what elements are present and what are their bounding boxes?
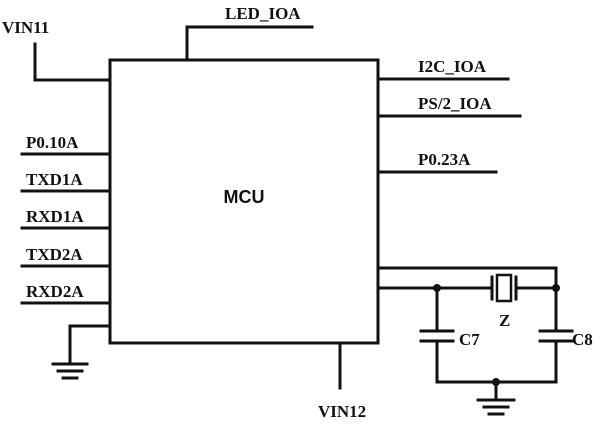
vin12-label: VIN12 bbox=[318, 402, 366, 421]
p010a-label: P0.10A bbox=[26, 133, 79, 152]
txd2a-label: TXD2A bbox=[26, 245, 83, 264]
capacitor-c7-icon bbox=[419, 286, 455, 384]
crystal-z-label: Z bbox=[499, 311, 510, 330]
txd2a-net: TXD2A bbox=[20, 245, 112, 268]
ps2-ioa-label: PS/2_IOA bbox=[418, 94, 492, 113]
txd1a-label: TXD1A bbox=[26, 170, 83, 189]
crystal-z-icon bbox=[490, 273, 518, 303]
capacitor-c7-label: C7 bbox=[459, 330, 480, 349]
ground-crystal-icon bbox=[476, 380, 516, 416]
crystal-circuit: Z C7 C8 bbox=[376, 266, 593, 416]
vin11-net: VIN11 bbox=[2, 18, 112, 82]
rxd1a-label: RXD1A bbox=[26, 207, 84, 226]
i2c-ioa-label: I2C_IOA bbox=[418, 57, 487, 76]
vin12-net: VIN12 bbox=[318, 341, 366, 421]
i2c-ioa-net: I2C_IOA bbox=[376, 57, 510, 81]
capacitor-c8-label: C8 bbox=[572, 330, 593, 349]
vin11-label: VIN11 bbox=[2, 18, 49, 37]
led-ioa-net: LED_IOA bbox=[185, 4, 314, 62]
rxd1a-net: RXD1A bbox=[20, 207, 112, 230]
p023a-net: P0.23A bbox=[376, 150, 498, 174]
led-ioa-label: LED_IOA bbox=[225, 4, 301, 23]
mcu-block bbox=[108, 58, 380, 345]
rxd2a-label: RXD2A bbox=[26, 282, 84, 301]
mcu-label: MCU bbox=[224, 187, 265, 207]
txd1a-net: TXD1A bbox=[20, 170, 112, 193]
p023a-label: P0.23A bbox=[418, 150, 471, 169]
p010a-net: P0.10A bbox=[20, 133, 112, 156]
rxd2a-net: RXD2A bbox=[20, 282, 112, 305]
capacitor-c8-icon bbox=[538, 286, 574, 384]
ground-left-icon bbox=[51, 324, 112, 380]
ps2-ioa-net: PS/2_IOA bbox=[376, 94, 522, 118]
